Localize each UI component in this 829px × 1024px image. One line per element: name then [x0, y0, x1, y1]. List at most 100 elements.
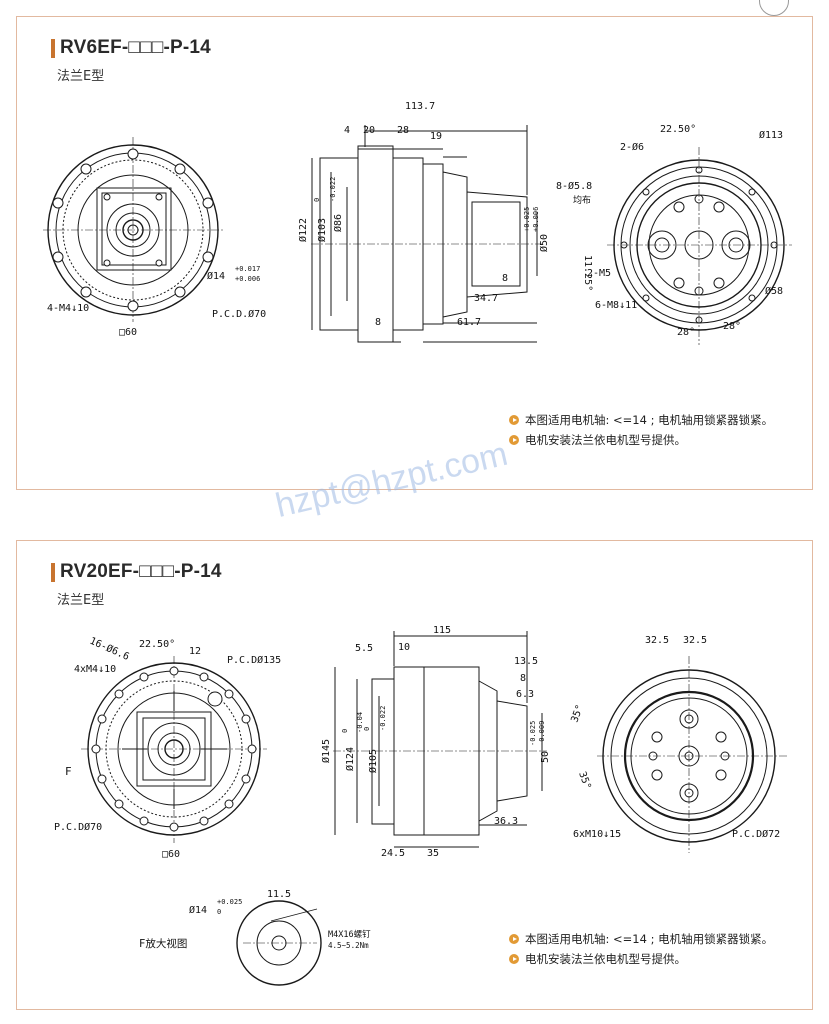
back-view [597, 656, 787, 853]
note-item: 电机安装法兰依电机型号提供。 [509, 949, 773, 969]
dim-dia145: Ø145 [320, 739, 332, 763]
dim-d113: Ø113 [759, 129, 783, 141]
dim-32-5b: 32.5 [683, 635, 707, 646]
note-item: 本图适用电机轴: <=14 ; 电机轴用锁紧器锁紧。 [509, 929, 773, 949]
dim-10: 10 [398, 642, 410, 653]
dim-d58: Ø58 [765, 285, 783, 297]
side-view [333, 631, 547, 848]
dim-6-3: 6.3 [516, 689, 534, 700]
note-text: 电机安装法兰依电机型号提供。 [525, 952, 686, 966]
note-text: 本图适用电机轴: <=14 ; 电机轴用锁紧器锁紧。 [525, 932, 774, 946]
note-text: 本图适用电机轴: <=14 ; 电机轴用锁紧器锁紧。 [525, 413, 774, 427]
front-view [81, 656, 267, 843]
dim-ang-22-50: 22.50° [139, 639, 175, 650]
dim-m4: 4xM4↓10 [74, 664, 116, 675]
dim-pcd135: P.C.DØ135 [227, 654, 281, 666]
panel-rv20ef: RV20EF-□□□-P-14 法兰E型 [16, 540, 813, 1010]
dim-dia122: Ø122 [297, 218, 309, 242]
side-view [311, 125, 542, 343]
dim-sq60: □60 [162, 849, 180, 860]
dim-total: 115 [433, 625, 451, 636]
corner-logo [759, 0, 789, 16]
dim-dia105: Ø105 [367, 749, 379, 773]
play-bullet-icon [509, 954, 519, 964]
dim-ang-35b: 35° [576, 770, 593, 791]
front-view [43, 137, 223, 322]
dim-pcd70: P.C.D.Ø70 [212, 308, 266, 320]
dim-19: 19 [430, 131, 442, 142]
dim-dia103: Ø103 [316, 218, 328, 242]
note-item: 电机安装法兰依电机型号提供。 [509, 430, 773, 450]
dim-pcd70: P.C.DØ70 [54, 821, 102, 833]
dim-13-5: 13.5 [514, 656, 538, 667]
dim-holes-2: 2-Ø6 [620, 141, 644, 153]
dim-holes-16: 16-Ø6.6 [88, 635, 131, 663]
dim-8b: 8 [375, 317, 381, 328]
dim-torque: 4.5~5.2Nm [328, 941, 369, 950]
dim-tol14-lo: 0 [217, 908, 221, 916]
panel-title: RV20EF-□□□-P-14 [60, 561, 222, 582]
dim-holes-8: 8-Ø5.8 [556, 180, 592, 192]
dim-4: 4 [344, 125, 350, 136]
dim-5-5: 5.5 [355, 643, 373, 654]
dim-tol50-lo: +0.006 [532, 207, 540, 232]
dim-36-3: 36.3 [494, 816, 518, 827]
dim-8: 8 [520, 673, 526, 684]
dim-20: 20 [363, 125, 375, 136]
dim-pcd72: P.C.DØ72 [732, 828, 780, 840]
title-accent-bar [51, 38, 55, 58]
dim-tol103-lo: -0.022 [329, 177, 337, 202]
panel-subtitle: 法兰E型 [57, 69, 105, 84]
dim-tol124-up: 0 [341, 729, 349, 733]
dim-total: 113.7 [405, 101, 435, 112]
dim-dia86: Ø86 [332, 214, 344, 232]
dim-61-7: 61.7 [457, 317, 481, 328]
detail-label: F放大视图 [139, 937, 187, 950]
dim-m4: 4-M4↓10 [47, 303, 89, 314]
dim-32-5a: 32.5 [645, 635, 669, 646]
dim-ang-11-25: 11.25° [582, 255, 593, 291]
dim-junbu: 均布 [573, 194, 591, 206]
panel-title-wrap: RV6EF-□□□-P-14 [51, 37, 211, 59]
dim-ang-28a: 28° [677, 327, 695, 338]
dim-12: 12 [189, 646, 201, 657]
dim-8a: 8 [502, 273, 508, 284]
dim-tol103-up: 0 [313, 198, 321, 202]
detail-view-f [236, 900, 322, 986]
play-bullet-icon [509, 415, 519, 425]
play-bullet-icon [509, 435, 519, 445]
dim-tol124-lo: -0.04 [356, 712, 364, 733]
dim-tol14-up: +0.017 [235, 265, 260, 273]
dim-tol14-up: +0.025 [217, 898, 242, 906]
dim-dia50: 50 [540, 751, 551, 763]
notes-list: 本图适用电机轴: <=14 ; 电机轴用锁紧器锁紧。 电机安装法兰依电机型号提供… [509, 410, 773, 450]
notes-list: 本图适用电机轴: <=14 ; 电机轴用锁紧器锁紧。 电机安装法兰依电机型号提供… [509, 929, 773, 969]
dim-dia50: Ø50 [538, 234, 550, 252]
dim-tol105-up: 0 [363, 727, 371, 731]
dim-ang-35a: 35° [569, 703, 586, 724]
panel-title-wrap: RV20EF-□□□-P-14 [51, 561, 222, 583]
panel-subtitle: 法兰E型 [57, 593, 105, 608]
title-accent-bar [51, 562, 55, 582]
dim-24-5: 24.5 [381, 848, 405, 859]
panel-title: RV6EF-□□□-P-14 [60, 37, 211, 58]
dim-screw: M4X16螺钉 [328, 929, 371, 940]
dim-tol105-lo: -0.022 [379, 706, 387, 731]
note-text: 电机安装法兰依电机型号提供。 [525, 433, 686, 447]
dim-tol50-up: +0.025 [523, 207, 531, 232]
dim-35: 35 [427, 848, 439, 859]
panel-rv6ef: RV6EF-□□□-P-14 法兰E型 [16, 16, 813, 490]
dim-28: 28 [397, 125, 409, 136]
dim-sq60: □60 [119, 327, 137, 338]
dim-m8: 6-M8↓11 [595, 300, 637, 311]
dim-d14: Ø14 [207, 270, 225, 282]
dim-11-5: 11.5 [267, 889, 291, 900]
dim-tol14-lo: +0.006 [235, 275, 260, 283]
dim-tol50-lo: -0.009 [538, 721, 546, 746]
technical-drawing: 16-Ø6.6 22.50° 12 4xM4↓10 P.C.DØ135 F P.… [54, 625, 787, 986]
back-view [607, 147, 792, 345]
technical-drawing: 4-M4↓10 □60 P.C.D.Ø70 Ø14 +0.017 +0.006 … [43, 101, 792, 345]
dim-d14: Ø14 [189, 904, 207, 916]
note-item: 本图适用电机轴: <=14 ; 电机轴用锁紧器锁紧。 [509, 410, 773, 430]
dim-34-7: 34.7 [474, 293, 498, 304]
